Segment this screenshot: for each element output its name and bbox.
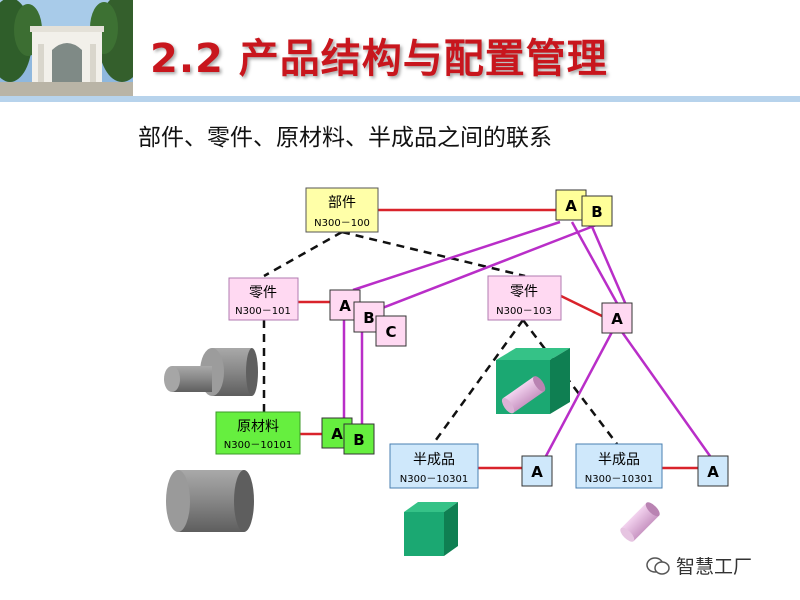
svg-text:N300－100: N300－100 xyxy=(314,218,370,229)
campus-gate-photo xyxy=(0,0,133,96)
tag-semi1-a: A xyxy=(521,455,553,487)
page-subtitle: 部件、零件、原材料、半成品之间的联系 xyxy=(138,125,552,151)
tag-part1-c: C xyxy=(375,315,407,347)
green-cube xyxy=(404,502,458,556)
svg-text:A: A xyxy=(707,463,719,481)
link-component-part1 xyxy=(263,230,343,278)
svg-text:半成品: 半成品 xyxy=(413,452,455,468)
watermark-text: 智慧工厂 xyxy=(676,556,753,578)
tag-semi2-a: A xyxy=(697,455,729,487)
page-title: 2.2 产品结构与配置管理 xyxy=(150,36,608,82)
svg-text:N300－10301: N300－10301 xyxy=(400,474,468,485)
green-cube-with-rod xyxy=(496,348,570,414)
svg-text:N300－103: N300－103 xyxy=(496,306,552,317)
svg-text:半成品: 半成品 xyxy=(598,452,640,468)
svg-text:N300－10101: N300－10101 xyxy=(224,440,292,451)
svg-text:C: C xyxy=(385,323,396,341)
link-part2-semi1 xyxy=(431,319,525,445)
tag-component-b: B xyxy=(581,195,613,227)
gray-cylinder xyxy=(166,470,254,532)
svg-text:B: B xyxy=(353,431,364,449)
svg-text:零件: 零件 xyxy=(510,284,538,300)
svg-text:零件: 零件 xyxy=(249,285,277,301)
tag-component-a: A xyxy=(555,189,587,221)
node-raw-material: 原材料 N300－10101 xyxy=(215,411,301,455)
svg-text:A: A xyxy=(339,297,351,315)
pink-rod xyxy=(620,502,660,542)
svg-text:A: A xyxy=(331,425,343,443)
svg-text:原材料: 原材料 xyxy=(237,419,279,435)
gray-stepped-cylinder xyxy=(164,348,258,396)
chat-bubble-icon xyxy=(646,556,670,575)
tag-links xyxy=(342,220,712,457)
svg-text:部件: 部件 xyxy=(328,195,356,211)
node-tag-links xyxy=(298,208,698,470)
svg-text:A: A xyxy=(611,310,623,328)
tag-part2-a: A xyxy=(601,302,633,334)
header-divider xyxy=(0,96,800,102)
hierarchy-links xyxy=(262,230,618,445)
svg-text:N300－101: N300－101 xyxy=(235,306,291,317)
node-component: 部件 N300－100 xyxy=(305,187,379,233)
svg-text:A: A xyxy=(531,463,543,481)
node-part-101: 零件 N300－101 xyxy=(228,277,299,321)
node-semi-finished-1: 半成品 N300－10301 xyxy=(389,443,479,489)
node-semi-finished-2: 半成品 N300－10301 xyxy=(575,443,663,489)
tag-raw-b: B xyxy=(343,423,375,455)
svg-text:N300－10301: N300－10301 xyxy=(585,474,653,485)
svg-text:B: B xyxy=(591,203,602,221)
watermark: 智慧工厂 xyxy=(646,552,752,579)
link-component-part2 xyxy=(341,230,526,278)
svg-text:A: A xyxy=(565,197,577,215)
node-part-103: 零件 N300－103 xyxy=(487,275,562,321)
svg-text:B: B xyxy=(363,309,374,327)
